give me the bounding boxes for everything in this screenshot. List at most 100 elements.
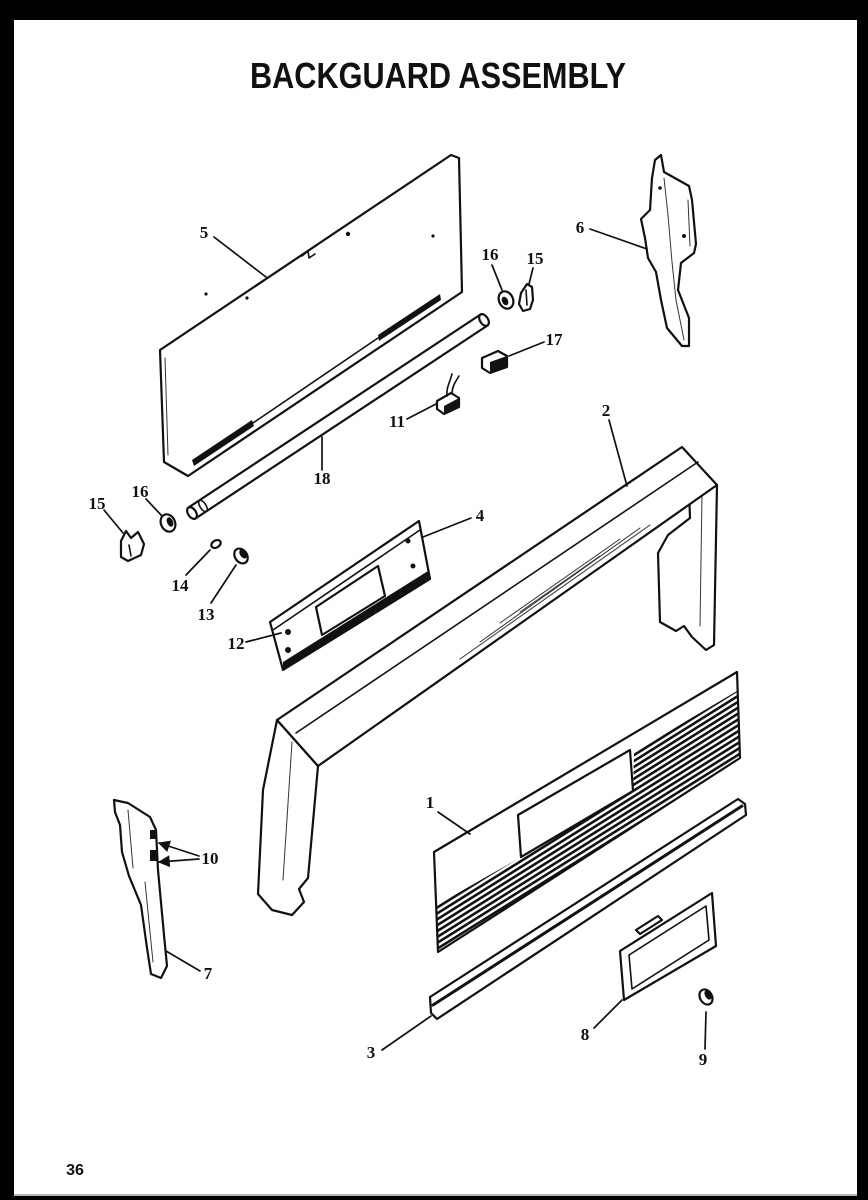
callout-label-5: 5 <box>200 223 209 242</box>
left-bracket-fold <box>127 809 134 869</box>
knob-face <box>704 990 712 1000</box>
leader-line-8 <box>593 999 623 1029</box>
knob-face <box>239 549 247 559</box>
switch-face <box>444 398 459 414</box>
callout-label-9: 9 <box>699 1050 708 1069</box>
part-6-right-side-bracket <box>639 153 698 348</box>
leader-line-7 <box>165 950 201 972</box>
part-1-control-panel <box>432 670 742 954</box>
leader-line-10-upper <box>157 840 200 857</box>
panel-notch <box>301 250 316 259</box>
rod-left-cap <box>186 506 198 520</box>
switch-wire <box>451 375 460 395</box>
part-17-bracket-block <box>480 349 509 375</box>
panel-strip-left <box>192 420 254 466</box>
right-bracket-flange <box>687 199 691 247</box>
callout-label-10: 10 <box>202 849 219 868</box>
display-frame-inner <box>628 905 710 990</box>
part-2-backguard-cover <box>256 445 719 917</box>
leader-line-15-left <box>103 509 124 534</box>
part-16-grommet-left <box>159 513 177 533</box>
trim-strip-edge <box>431 804 744 1007</box>
spacer-body <box>210 538 222 550</box>
callout-label-2: 2 <box>602 401 611 420</box>
plate-bottom-flange <box>283 571 430 670</box>
callout-label-6: 6 <box>576 218 585 237</box>
callout-label-16-left: 16 <box>132 482 149 501</box>
callout-label-12: 12 <box>228 634 245 653</box>
display-frame-outline <box>618 891 718 1002</box>
left-bracket-outline <box>112 798 169 980</box>
right-bracket-outline <box>639 153 698 348</box>
cover-shading-line <box>499 538 621 624</box>
cover-shading-line <box>459 524 651 660</box>
leader-line-15-right <box>528 267 534 285</box>
plate-hole <box>405 538 411 544</box>
part-7-left-side-bracket <box>112 798 169 980</box>
leader-line-16-left <box>145 498 163 517</box>
part-3-trim-strip <box>428 797 748 1021</box>
leader-line-11 <box>406 403 437 420</box>
part-15-clip-right <box>517 282 535 313</box>
plate-hole <box>285 629 291 635</box>
part-5-backguard-panel <box>158 153 464 478</box>
switch-wire <box>446 373 453 397</box>
callout-label-13: 13 <box>198 605 215 624</box>
plate-hole <box>285 647 291 653</box>
callout-label-18: 18 <box>314 469 331 488</box>
callout-label-8: 8 <box>581 1025 590 1044</box>
panel-outline <box>158 153 464 478</box>
leader-line-2 <box>608 419 628 487</box>
rod-left-ring <box>197 499 209 513</box>
panel-hole <box>345 231 351 237</box>
panel-hole <box>204 292 208 296</box>
left-bracket-slot <box>150 850 157 861</box>
leader-line-14 <box>185 549 211 576</box>
control-panel-ribbed-area <box>437 691 740 952</box>
callout-label-17: 17 <box>546 330 564 349</box>
plate-hole <box>410 563 416 569</box>
clip-slot <box>128 544 132 557</box>
callout-label-3: 3 <box>367 1043 376 1062</box>
part-15-clip-left <box>119 529 146 563</box>
leader-line-13 <box>210 564 237 604</box>
grommet-hole <box>166 517 174 527</box>
panel-left-edge-line <box>164 357 169 456</box>
callout-labels: 5 6 16 15 17 2 11 18 15 16 4 14 13 12 10… <box>89 218 708 1069</box>
leader-line-12 <box>245 632 282 643</box>
callout-label-15-right: 15 <box>527 249 544 268</box>
part-14-spacer <box>210 538 222 550</box>
part-16-grommet-right <box>497 290 515 310</box>
leader-line-10-lower <box>157 855 200 868</box>
control-panel-display-window <box>516 748 635 859</box>
leader-line-4 <box>422 517 472 538</box>
plate-top-flange <box>272 529 421 631</box>
cover-left-leg <box>256 718 320 917</box>
callout-label-16-right: 16 <box>482 245 499 264</box>
part-11-switch <box>435 373 461 416</box>
panel-strip-right <box>378 294 441 341</box>
part-18-rod <box>186 313 490 520</box>
page-bottom-edge <box>14 1194 857 1196</box>
leader-line-17 <box>508 341 545 357</box>
right-bracket-hole <box>658 186 662 190</box>
callout-label-7: 7 <box>204 964 213 983</box>
right-bracket-hole <box>682 234 686 238</box>
part-13-knob <box>233 547 249 565</box>
part-9-knob <box>698 988 714 1006</box>
page-title: BACKGUARD ASSEMBLY <box>250 55 626 96</box>
callout-label-14: 14 <box>172 576 190 595</box>
leader-line-16-right <box>491 264 503 291</box>
display-frame-tab <box>634 914 664 936</box>
grommet-hole <box>501 296 509 306</box>
callout-label-15-left: 15 <box>89 494 106 513</box>
page-number: 36 <box>66 1162 84 1179</box>
callout-label-1: 1 <box>426 793 435 812</box>
rod-right-cap <box>478 313 490 327</box>
left-bracket-slot <box>150 830 157 839</box>
cover-right-leg-fold <box>699 494 703 627</box>
leader-line-5 <box>213 236 267 278</box>
leader-line-9 <box>704 1011 707 1050</box>
block-face <box>490 356 507 373</box>
